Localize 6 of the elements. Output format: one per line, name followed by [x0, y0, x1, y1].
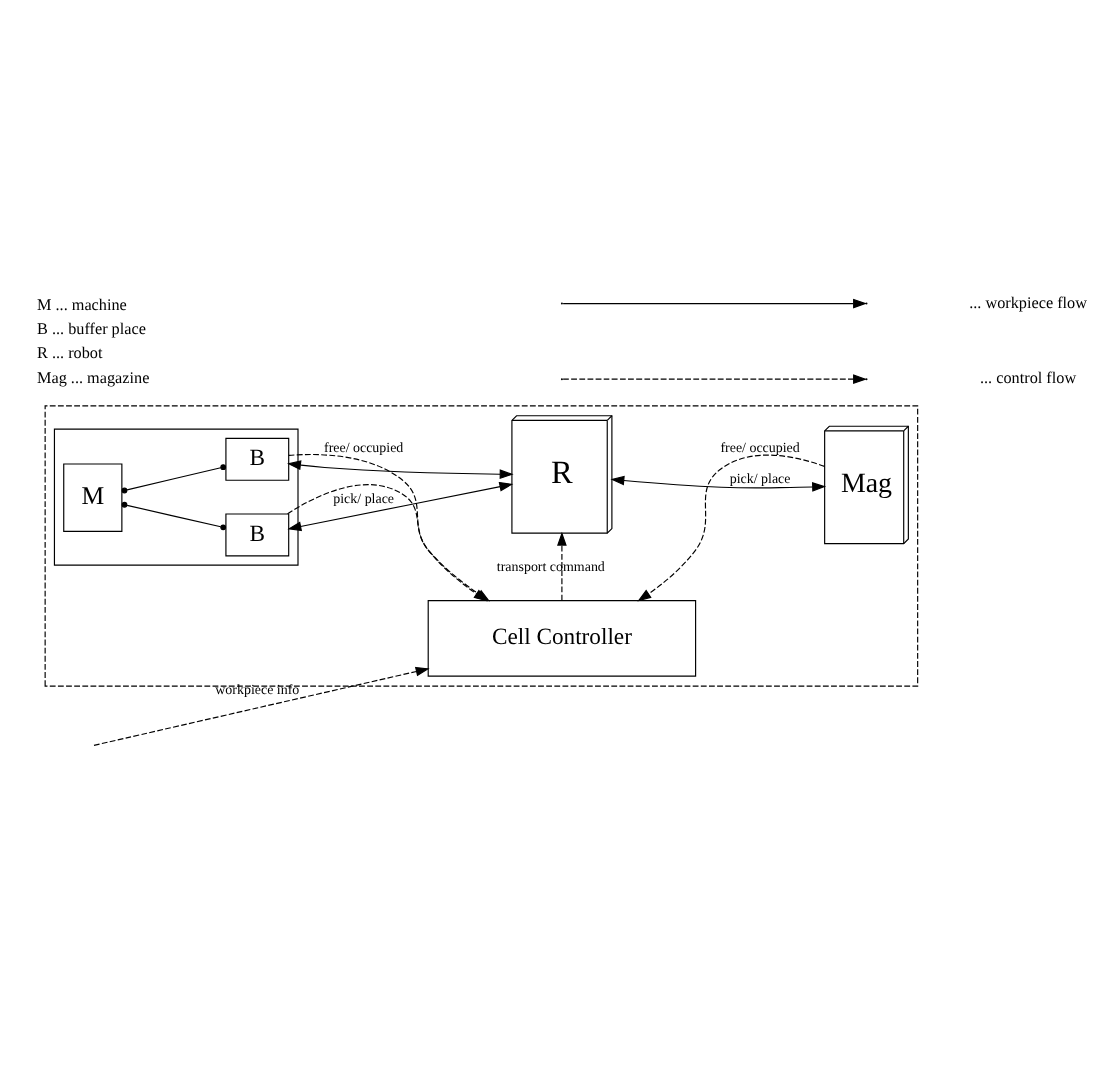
- label: Mag ... magazine: [37, 368, 150, 387]
- label: B ... buffer place: [37, 320, 146, 339]
- legend-label: ... workpiece flow: [969, 293, 1087, 312]
- label: M ... machine: [37, 295, 127, 314]
- legend-label: ... control flow: [980, 369, 1077, 388]
- label: R ... robot: [37, 344, 103, 363]
